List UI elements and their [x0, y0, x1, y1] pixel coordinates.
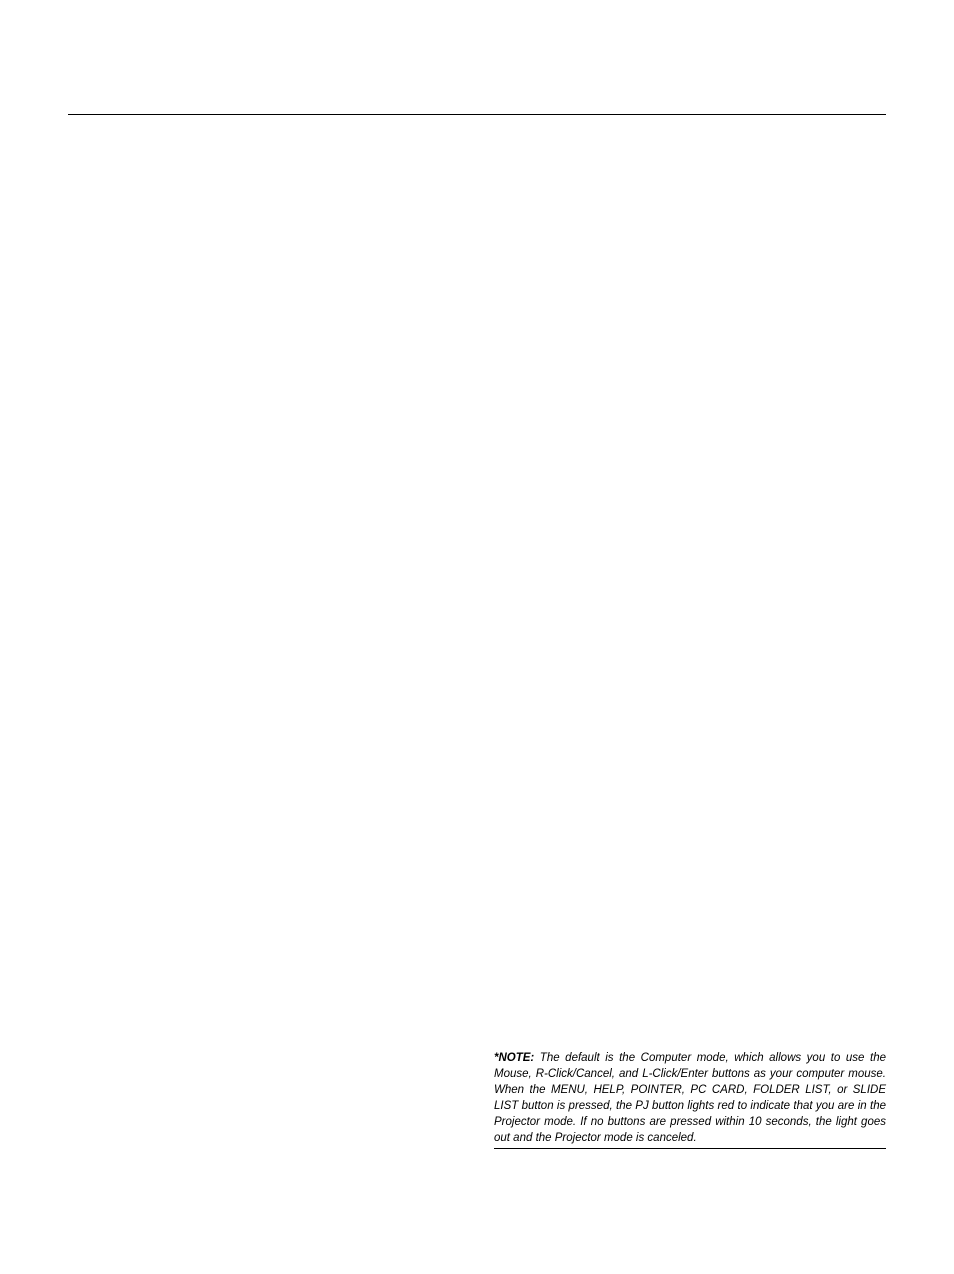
note-label: *NOTE:: [494, 1052, 535, 1064]
note-text: The default is the Computer mode, which …: [494, 1052, 886, 1144]
note-box: *NOTE: The default is the Computer mode,…: [494, 1050, 886, 1149]
header-rule: [68, 114, 886, 115]
